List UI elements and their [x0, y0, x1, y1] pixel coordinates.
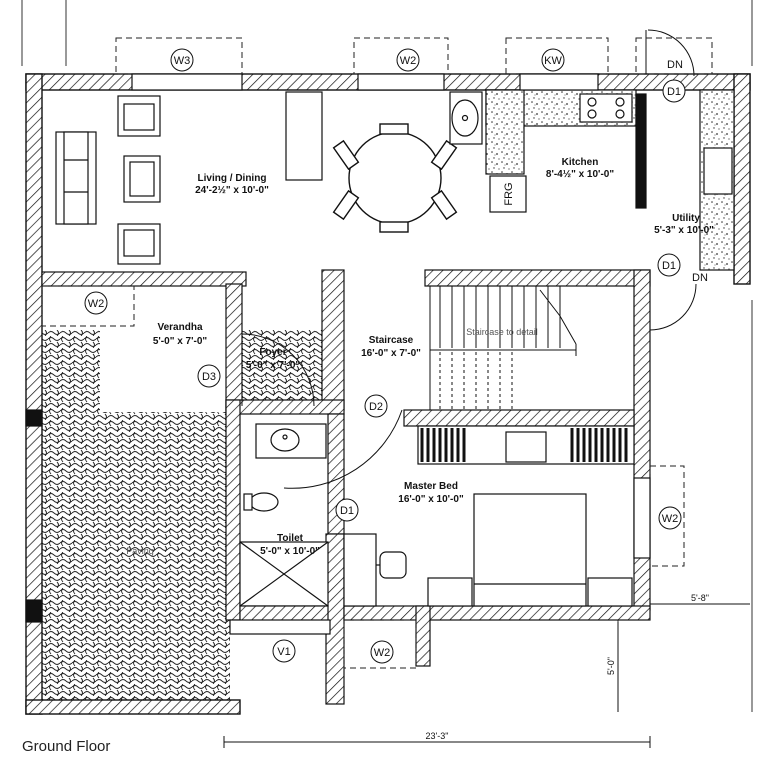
master-bed-furniture — [343, 425, 635, 607]
stair-down-bottom: DN — [692, 272, 708, 284]
room-label-master-bed: Master Bed — [404, 481, 458, 492]
room-label-living: Living / Dining — [198, 173, 267, 184]
room-dims-foyer: 5'-0" x 7'-0" — [246, 360, 301, 371]
floor-title: Ground Floor — [22, 738, 111, 755]
dim-side-height: 5'-0" — [606, 657, 616, 675]
tag-kw: KW — [544, 55, 562, 67]
dim-side-offset: 5'-8" — [691, 593, 709, 603]
interior-walls — [25, 269, 651, 705]
tag-d1-side: D1 — [662, 260, 676, 272]
room-label-kitchen: Kitchen — [562, 157, 599, 168]
stair-down-top: DN — [667, 59, 683, 71]
door-swings — [241, 29, 697, 489]
room-label-paving: Paving — [126, 546, 154, 556]
tag-d1-utility: D1 — [667, 86, 681, 98]
room-label-toilet: Toilet — [277, 533, 304, 544]
utility-counter — [699, 89, 735, 271]
tag-w3: W3 — [174, 55, 191, 67]
room-dims-verandha: 5'-0" x 7'-0" — [153, 336, 208, 347]
window-outlines — [41, 37, 713, 669]
tag-v1: V1 — [277, 646, 290, 658]
tag-d3: D3 — [202, 371, 216, 383]
room-label-foyer: Foyer — [259, 347, 286, 358]
room-dims-utility: 5'-3" x 10'-0" — [654, 225, 714, 236]
tag-w2-bottom: W2 — [374, 647, 391, 659]
staircase-steps — [429, 286, 577, 410]
dim-overall-width: 23'-3" — [426, 731, 449, 741]
tag-d1-bed: D1 — [340, 505, 354, 517]
wash-basin-living — [449, 91, 483, 145]
room-label-verandha: Verandha — [157, 322, 202, 333]
room-dims-staircase: 16'-0" x 7'-0" — [361, 348, 421, 359]
window-glass — [131, 73, 651, 635]
room-dims-toilet: 5'-0" x 10'-0" — [260, 546, 320, 557]
tag-circles — [84, 48, 686, 664]
dimension-lines — [223, 603, 750, 748]
tag-w2-top: W2 — [400, 55, 417, 67]
dining-table — [332, 123, 458, 233]
tag-w2-right: W2 — [662, 513, 679, 525]
tag-w2-left: W2 — [88, 298, 105, 310]
room-label-utility: Utility — [672, 213, 700, 224]
staircase-note: Staircase to detail — [466, 327, 538, 337]
room-dims-master-bed: 16'-0" x 10'-0" — [398, 494, 464, 505]
room-dims-living: 24'-2½" x 10'-0" — [195, 185, 269, 196]
room-dims-kitchen: 8'-4½" x 10'-0" — [546, 169, 614, 180]
room-label-staircase: Staircase — [369, 335, 414, 346]
fridge-label: FRG — [503, 182, 515, 205]
living-furniture — [55, 91, 323, 265]
tag-d2: D2 — [369, 401, 383, 413]
